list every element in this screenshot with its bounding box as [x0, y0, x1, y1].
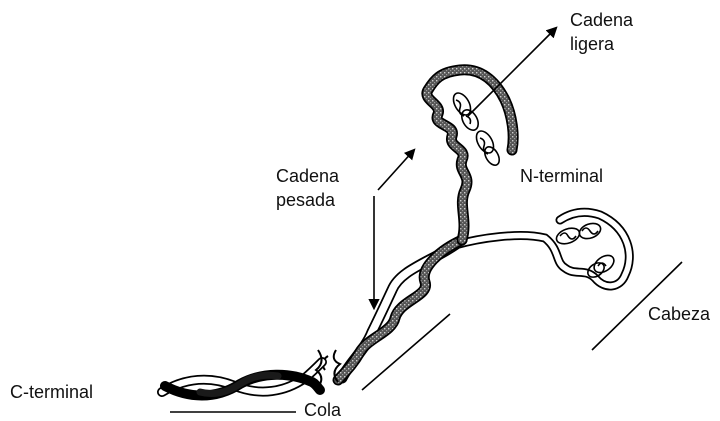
heavy-chain-1: [427, 70, 513, 240]
head-label: Cabeza: [648, 304, 711, 324]
tail-distal: [162, 350, 322, 396]
heavy-chain-2: [455, 212, 629, 286]
light-chain-label: Cadena ligera: [570, 10, 638, 54]
heavy-chain-label: Cadena pesada: [276, 166, 344, 210]
tail-label: Cola: [304, 400, 342, 420]
c-terminal-label: C-terminal: [10, 382, 93, 402]
heavy-chain-arrow-up: [378, 150, 414, 190]
n-terminal-label: N-terminal: [520, 166, 603, 186]
tail-coiled-coil: [323, 240, 462, 382]
